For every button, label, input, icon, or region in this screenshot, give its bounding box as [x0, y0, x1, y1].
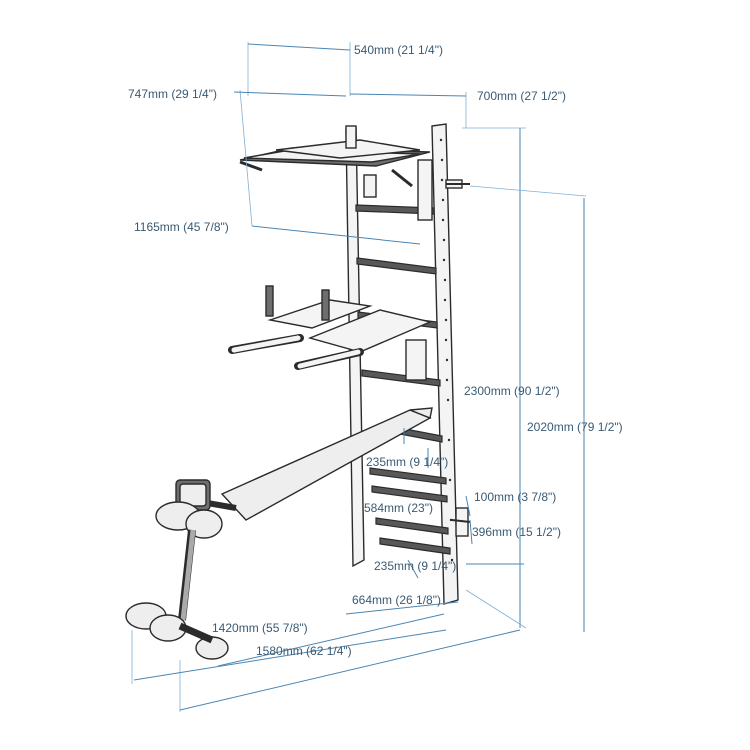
label-bar-span: 1165mm (45 7/8"): [134, 220, 229, 234]
label-bar-depth: 747mm (29 1/4"): [128, 87, 217, 101]
label-bench-height: 584mm (23"): [364, 501, 433, 515]
rail-holes: [439, 138, 454, 562]
label-rung-gap-upper: 235mm (9 1/4"): [366, 455, 448, 469]
right-rail: [431, 123, 459, 605]
wall-brackets: [445, 179, 471, 537]
label-bracket-width: 100mm (3 7/8"): [474, 490, 556, 504]
label-total-height: 2300mm (90 1/2"): [464, 384, 560, 398]
dip-bars: [228, 285, 433, 381]
bench: [125, 407, 433, 660]
label-total-length: 1580mm (62 1/4"): [256, 644, 352, 658]
label-rung-gap-lower: 235mm (9 1/4"): [374, 559, 456, 573]
label-bench-length: 1420mm (55 7/8"): [212, 621, 308, 635]
dimension-labels: 540mm (21 1/4") 747mm (29 1/4") 700mm (2…: [128, 43, 623, 658]
label-mount-height: 2020mm (79 1/2"): [527, 420, 623, 434]
dimension-lines: [131, 42, 587, 712]
label-bracket-height: 396mm (15 1/2"): [472, 525, 561, 539]
label-base-width: 664mm (26 1/8"): [352, 593, 441, 607]
label-top-width: 540mm (21 1/4"): [354, 43, 443, 57]
label-wall-offset: 700mm (27 1/2"): [477, 89, 566, 103]
pull-up-bar: [239, 125, 433, 221]
